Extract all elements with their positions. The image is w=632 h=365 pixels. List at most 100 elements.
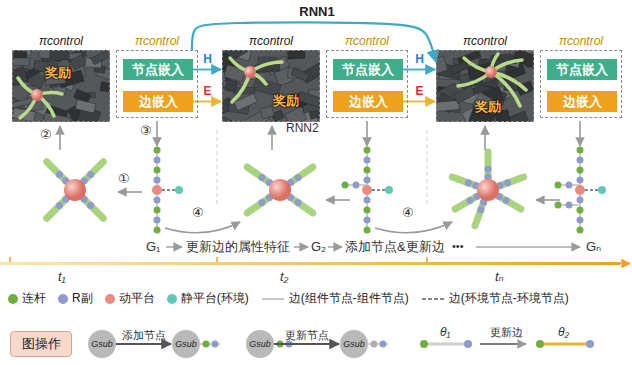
annotation: 更新边的属性特征 [186,240,290,254]
sequence-arrow [476,246,580,248]
graph-node-dot [420,340,428,348]
rubble-block [43,112,70,122]
sequence-arrow [166,246,182,248]
graph-node-dot [154,177,161,184]
rubble-block [287,50,305,59]
graph-node-dot [353,182,360,189]
rubble-block [297,92,320,108]
rubble-block [39,50,51,58]
rubble-block [450,61,468,74]
timeline-tick [9,257,11,262]
graph-node-dot [152,185,162,195]
edge-label: E [203,85,211,98]
annotation: G₁ [146,240,161,254]
node-text: 边嵌入 [349,93,388,111]
graph-node-dot [364,217,371,224]
edge-embedding-box: 边嵌入 [547,91,617,112]
rubble-block [12,58,30,66]
rubble-block [436,56,448,75]
graph-node-dot [258,199,265,206]
update-arrow [480,343,526,345]
legend-text: 连杆 [22,290,46,307]
annotation: Gₙ [586,240,601,254]
graph-node-dot [342,182,349,189]
timeline-arrow [612,263,630,265]
graph-node-dot [575,185,585,195]
robot-body [244,66,256,78]
legend-line [421,294,445,304]
scene-panel: πcontrol奖励 [222,50,320,122]
rubble-block [508,111,528,122]
graph-node-dot [154,217,161,224]
up-arrow [484,126,486,150]
graph-node-dot [175,186,183,194]
sequence-arrow [328,246,342,248]
annotation: RNN2 [286,122,319,135]
policy-panel: 节点嵌入边嵌入πcontrol [326,50,408,118]
left-arrow [118,191,142,193]
edge-theta1 [424,343,468,346]
graph-node-dot [465,179,472,186]
annotation: G₂ [311,240,326,254]
graph-node-dot [295,199,302,206]
callout-number: ④ [402,206,414,220]
step-arrow [375,222,452,233]
graph-node-dot [364,197,371,204]
graph-node-dot [577,197,584,204]
node-embedding-box: 节点嵌入 [333,59,403,80]
graph-node-dot [203,341,210,348]
rubble-block [91,50,110,65]
graph-node-dot [56,202,63,209]
graph-node-dot [555,182,562,189]
annotation: ••• [452,240,464,252]
callout-number: ① [118,172,130,186]
edge-embedding-box: 边嵌入 [123,91,193,112]
down-arrow [156,121,158,146]
rubble-block [225,79,237,92]
step-arrow [165,222,240,233]
sequence-arrow [294,246,308,248]
annotation: θ₂ [558,326,569,339]
graph-node-dot [364,167,371,174]
connector [116,343,171,345]
edge-label: 添加节点 [122,329,166,341]
graph-node-dot [577,177,584,184]
edge-label: 更新节点 [285,329,329,341]
rubble-block [100,82,110,93]
legend-item: R副 [58,290,93,307]
graph-node-dot [258,174,265,181]
graph-node-dot [577,167,584,174]
graph-node-dot [577,227,584,234]
graph-node-dot [477,206,484,213]
reward-label: 奖励 [45,64,71,82]
rubble-block [260,106,274,119]
robot-body [31,89,43,101]
graph-node-dot [598,186,606,194]
legend-text: 动平台 [119,290,155,307]
edge-label: E [415,85,423,98]
rubble-block [436,101,459,112]
subgraph-circle: Gsub [172,330,200,358]
graph-node-dot [364,177,371,184]
legend-item: 边(组件节点-组件节点) [261,290,409,307]
graph-node-dot [364,147,371,154]
graph-node-dot [586,340,594,348]
graph-node-dot [364,207,371,214]
reward-label: 奖励 [273,92,299,110]
node-embedding-box: 节点嵌入 [123,59,193,80]
edge-embedding-box: 边嵌入 [333,91,403,112]
node-text: 边嵌入 [563,93,602,111]
legend-swatch [105,294,115,304]
scene-illustration [12,50,110,122]
graph-node-dot [154,197,161,204]
moving-platform [64,179,86,201]
up-arrow [59,126,61,150]
subgraph-circle: Gsub [340,330,368,358]
graph-node-dot [380,341,387,348]
down-arrow [366,121,368,146]
timeline-bar [0,262,620,265]
graph-node-dot [87,202,94,209]
